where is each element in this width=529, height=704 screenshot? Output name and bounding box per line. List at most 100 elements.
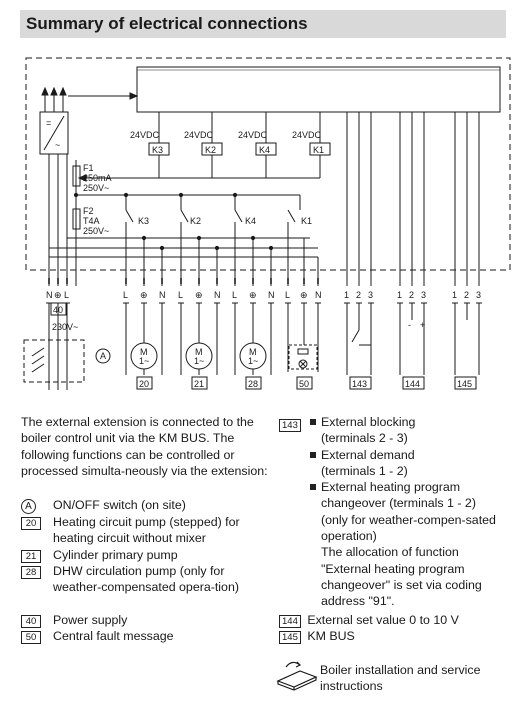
term-145-1: 1 <box>452 290 457 300</box>
code-box-144 <box>402 376 425 390</box>
code-21: 21 <box>194 379 204 389</box>
code-28: 28 <box>248 379 258 389</box>
term-20-l: L <box>123 290 128 300</box>
term-power-pe: ⊕ <box>54 290 62 300</box>
relay-label-k4: K4 <box>259 145 270 155</box>
motor-20-label: M <box>140 347 148 357</box>
fuse-f2-rating: T4A <box>83 216 100 226</box>
motor-28-sub: 1~ <box>248 356 258 366</box>
code-box-28 <box>245 376 262 390</box>
term-50-l: L <box>285 290 290 300</box>
term-143-3: 3 <box>368 290 373 300</box>
book-icon <box>276 661 318 691</box>
term-28-l: L <box>232 290 237 300</box>
relay-label-k3: K3 <box>152 145 163 155</box>
wiring-diagram: = ~ 24VDC 24VDC 24VDC 24VDC K3 K2 K4 K1 … <box>23 57 511 390</box>
code-145: 145 <box>457 379 472 389</box>
relay-voltage-k4: 24VDC <box>238 130 268 140</box>
legend-item-50: 50 Central fault message <box>21 628 174 644</box>
pump-motor-20 <box>125 303 163 375</box>
fuse-f1-name: F1 <box>83 163 94 173</box>
sign-minus: - <box>408 320 411 330</box>
coding-note: The allocation of function "External hea… <box>321 545 482 609</box>
legend-item-a: A ON/OFF switch (on site) <box>21 497 186 514</box>
relay-coils <box>148 112 331 178</box>
code-143: 143 <box>352 379 367 389</box>
term-20-n: N <box>159 290 166 300</box>
pump-motor-21 <box>180 303 218 375</box>
legend-item-21: 21 Cylinder primary pump <box>21 547 178 563</box>
svg-text:~: ~ <box>55 140 60 150</box>
page-title: Summary of electrical connections <box>26 14 308 33</box>
legend-item-28: 28 DHW circulation pump (only for weathe… <box>21 563 271 594</box>
legend-item-144: 144 External set value 0 to 10 V <box>279 612 459 628</box>
term-50-n: N <box>315 290 322 300</box>
motor-21-label: M <box>195 347 203 357</box>
fault-message-device <box>287 303 319 372</box>
enclosure-outline <box>25 57 511 271</box>
external-switch-box <box>23 339 85 383</box>
code-box-50 <box>296 376 313 390</box>
legend-item-40: 40 Power supply <box>21 612 127 628</box>
contact-label-k2: K2 <box>190 216 201 226</box>
motor-21-sub: 1~ <box>194 356 204 366</box>
contact-label-k1: K1 <box>301 216 312 226</box>
control-module <box>136 66 501 113</box>
fuse-f1-voltage: 250V~ <box>83 183 109 193</box>
bus-taps <box>141 235 319 286</box>
term-144-2: 2 <box>409 290 414 300</box>
motor-28-label: M <box>249 347 257 357</box>
bullet-item: External blocking (terminals 2 - 3) <box>310 414 510 447</box>
term-50-pe: ⊕ <box>300 290 308 300</box>
low-voltage-lines <box>346 112 480 286</box>
legend-code: 20 <box>21 517 41 530</box>
term-145-3: 3 <box>476 290 481 300</box>
plug-connectors <box>46 302 482 312</box>
relay-label-k2: K2 <box>205 145 216 155</box>
term-power-n: N <box>46 290 53 300</box>
code-40: 40 <box>53 305 63 315</box>
legend-text: ON/OFF switch (on site) <box>53 498 186 512</box>
term-28-pe: ⊕ <box>249 290 257 300</box>
legend-item-145: 145 KM BUS <box>279 628 355 644</box>
fuse-f2-voltage: 250V~ <box>83 226 109 236</box>
svg-text:=: = <box>46 118 51 128</box>
reference-text: Boiler installation and service instruct… <box>320 663 481 694</box>
term-28-n: N <box>268 290 275 300</box>
switch-a-icon <box>95 348 111 364</box>
legend-text: DHW circulation pump (only for weather-c… <box>53 564 239 595</box>
output-arrows <box>41 86 67 112</box>
switch-label: A <box>100 351 106 361</box>
pump-motor-28 <box>234 303 272 375</box>
fuse-f2 <box>72 208 81 230</box>
title-bar: Summary of electrical connections <box>20 10 506 38</box>
intro-text: The external extension is connected to t… <box>21 415 268 478</box>
term-power-l: L <box>64 290 69 300</box>
term-144-3: 3 <box>421 290 426 300</box>
legend-text: Power supply <box>53 613 128 627</box>
legend-item-20: 20 Heating circuit pump (stepped) for he… <box>21 514 271 545</box>
legend-code: 28 <box>21 566 41 579</box>
supply-voltage: 230V~ <box>52 322 78 332</box>
code-20: 20 <box>139 379 149 389</box>
code-box-143 <box>349 376 372 390</box>
bullet-item: External heating program changeover (ter… <box>310 479 510 544</box>
term-145-2: 2 <box>464 290 469 300</box>
code-50: 50 <box>299 379 309 389</box>
code-box-20 <box>136 376 153 390</box>
contact-label-k4: K4 <box>245 216 256 226</box>
term-143-1: 1 <box>344 290 349 300</box>
legend-text: Central fault message <box>53 629 174 643</box>
relay-voltage-k2: 24VDC <box>184 130 214 140</box>
code-box-145 <box>454 376 477 390</box>
legend-code: 40 <box>21 615 41 628</box>
term-20-pe: ⊕ <box>140 290 148 300</box>
term-143-2: 2 <box>356 290 361 300</box>
relay-voltage-k3: 24VDC <box>130 130 160 140</box>
legend-code-143: 143 <box>279 416 301 432</box>
fuse-f2-name: F2 <box>83 206 94 216</box>
external-contacts <box>346 303 480 375</box>
fuse-f1 <box>72 165 81 187</box>
relay-contacts <box>125 209 296 286</box>
sign-plus: + <box>420 320 425 330</box>
